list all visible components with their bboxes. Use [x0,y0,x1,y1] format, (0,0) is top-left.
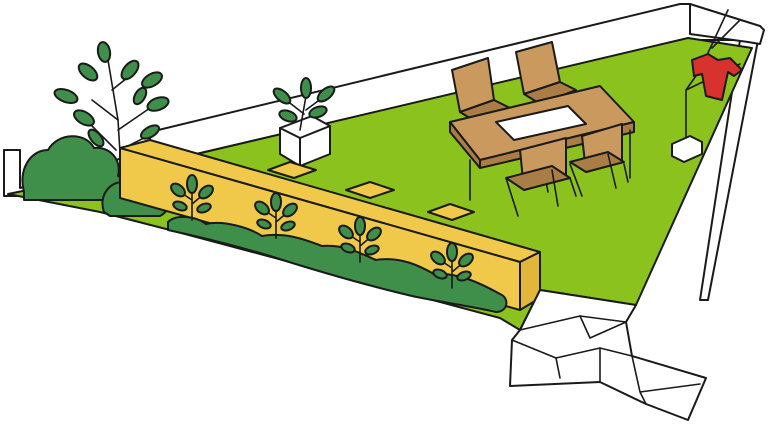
leaf [73,109,95,127]
shirt [691,53,743,101]
front-shrubs [170,174,474,289]
clothes-drying-rack [671,9,743,163]
leaf [139,124,161,140]
potted-plant [272,77,336,167]
table-inset [495,105,587,141]
leaf [53,88,79,104]
leaf [132,86,148,106]
leaf [96,41,112,63]
spiral-staircase [509,289,707,421]
leaf [120,59,140,81]
leaf [77,62,99,82]
leaf [87,128,105,148]
hedge-front [167,216,508,313]
leaf [141,71,163,89]
dining-set [449,41,635,217]
garden-wall-right [689,3,765,45]
tall-plant [53,41,170,187]
leaf [146,96,170,112]
